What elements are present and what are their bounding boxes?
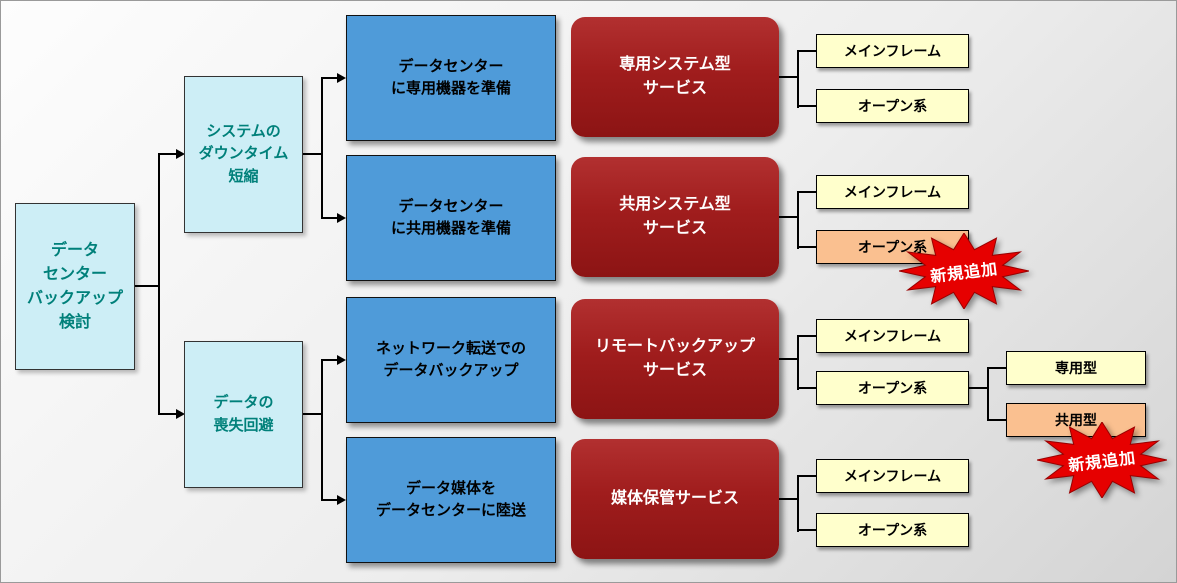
- node-goal-data-loss: データの 喪失回避: [184, 341, 303, 488]
- connector-line: [779, 76, 799, 78]
- platform-shared-mainframe: メインフレーム: [816, 175, 969, 209]
- platform-dedicated-mainframe: メインフレーム: [816, 34, 969, 68]
- arrowhead-icon: [176, 149, 185, 159]
- node-service-dedicated-system: 専用システム型 サービス: [571, 17, 779, 137]
- connector-line: [797, 475, 816, 477]
- connector-line: [987, 419, 1006, 421]
- connector-line: [158, 413, 177, 415]
- arrowhead-icon: [337, 73, 346, 83]
- connector-line: [797, 475, 799, 532]
- new-badge-label: 新規追加: [1067, 449, 1138, 476]
- connector-line: [321, 77, 338, 79]
- node-root: データ センター バックアップ 検討: [15, 203, 135, 370]
- platform-media-open: オープン系: [816, 513, 969, 547]
- arrowhead-icon: [176, 409, 185, 419]
- connector-line: [135, 285, 159, 287]
- connector-line: [321, 499, 338, 501]
- connector-line: [969, 387, 989, 389]
- arrowhead-icon: [337, 213, 346, 223]
- subtype-dedicated: 専用型: [1006, 351, 1146, 385]
- starburst-icon: [1037, 422, 1167, 498]
- connector-line: [303, 153, 323, 155]
- node-method-shared-equipment: データセンター に共用機器を準備: [346, 155, 556, 281]
- connector-line: [321, 217, 338, 219]
- connector-line: [797, 335, 799, 390]
- connector-line: [321, 359, 323, 501]
- platform-remote-mainframe: メインフレーム: [816, 319, 969, 353]
- connector-line: [158, 153, 160, 415]
- node-service-shared-system: 共用システム型 サービス: [571, 157, 779, 277]
- new-badge-label: 新規追加: [929, 260, 1000, 287]
- starburst-icon: [899, 233, 1029, 309]
- connector-line: [987, 367, 989, 421]
- new-badge-2: 新規追加: [1037, 422, 1167, 498]
- arrowhead-icon: [337, 495, 346, 505]
- connector-line: [797, 246, 816, 248]
- node-service-remote-backup: リモートバックアップ サービス: [571, 299, 779, 419]
- platform-dedicated-open: オープン系: [816, 89, 969, 123]
- platform-remote-open: オープン系: [816, 371, 969, 405]
- connector-line: [779, 358, 799, 360]
- connector-line: [321, 359, 338, 361]
- node-method-dedicated-equipment: データセンター に専用機器を準備: [346, 15, 556, 141]
- connector-line: [797, 105, 816, 107]
- node-method-network-backup: ネットワーク転送での データバックアップ: [346, 297, 556, 423]
- connector-line: [797, 50, 799, 108]
- node-service-media-storage: 媒体保管サービス: [571, 439, 779, 559]
- new-badge-1: 新規追加: [899, 233, 1029, 309]
- platform-media-mainframe: メインフレーム: [816, 459, 969, 493]
- connector-line: [158, 153, 177, 155]
- connector-line: [797, 50, 816, 52]
- connector-line: [303, 413, 323, 415]
- node-goal-downtime: システムの ダウンタイム 短縮: [184, 76, 303, 233]
- connector-line: [797, 335, 816, 337]
- node-method-media-transport: データ媒体を データセンターに陸送: [346, 437, 556, 563]
- connector-line: [779, 216, 799, 218]
- connector-line: [797, 191, 816, 193]
- connector-line: [797, 529, 816, 531]
- connector-line: [321, 77, 323, 219]
- connector-line: [779, 498, 799, 500]
- connector-line: [987, 367, 1006, 369]
- arrowhead-icon: [337, 355, 346, 365]
- connector-line: [797, 387, 816, 389]
- connector-line: [797, 191, 799, 249]
